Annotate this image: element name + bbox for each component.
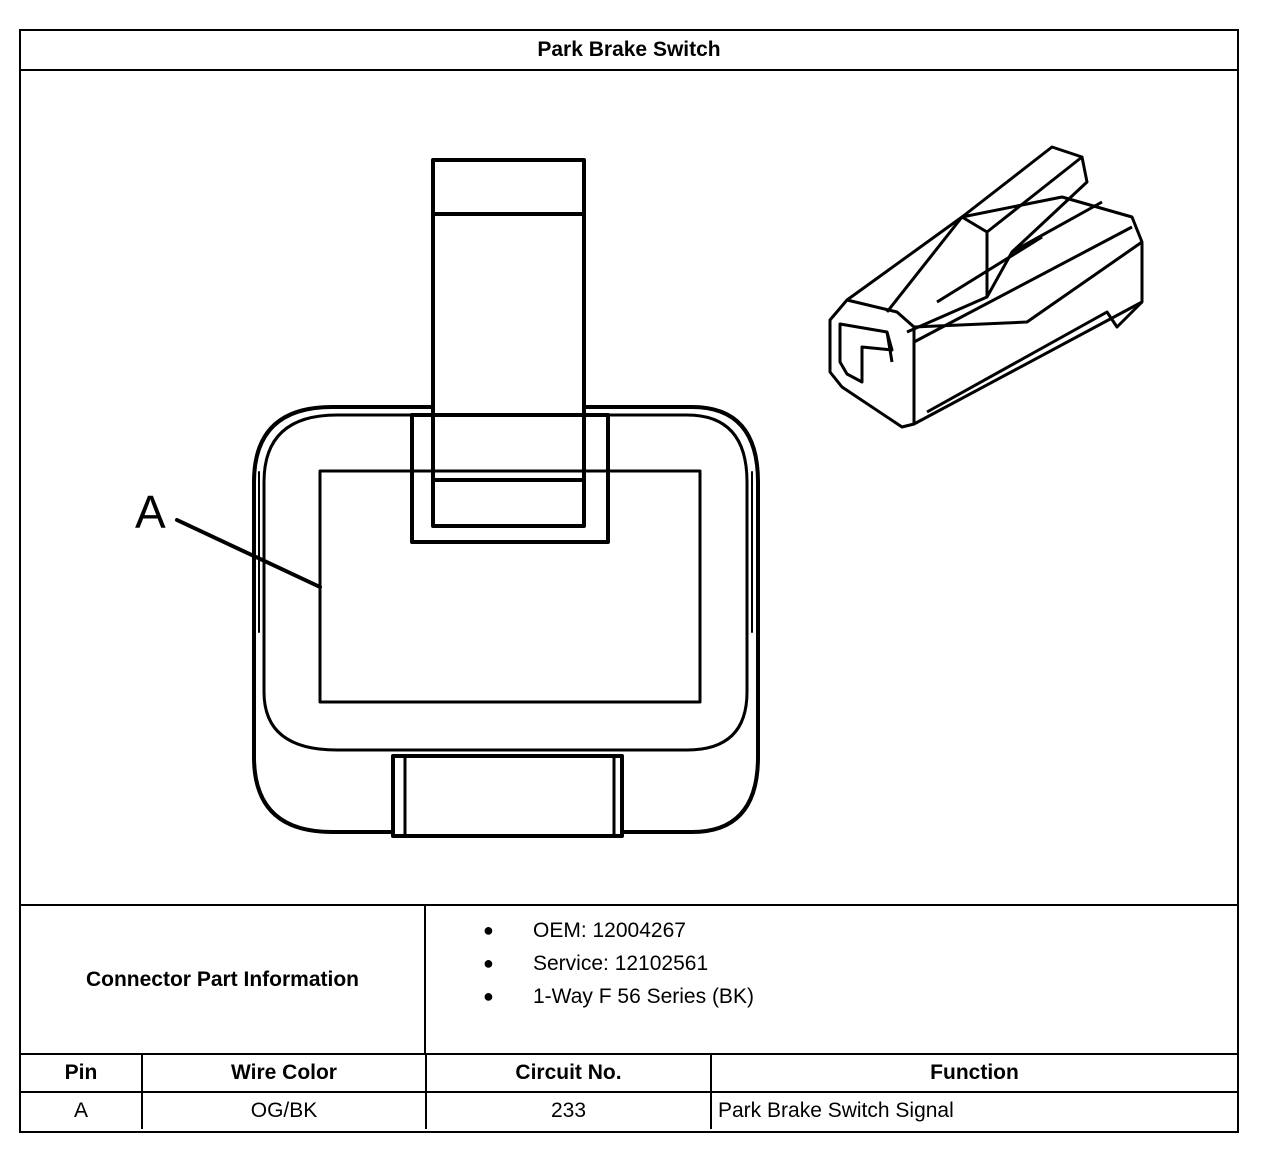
function-header: Function: [710, 1055, 1237, 1093]
connector-part-info-label: Connector Part Information: [21, 906, 426, 1053]
oem-part-number: ●OEM: 12004267: [426, 914, 1237, 947]
wire-color-header: Wire Color: [141, 1055, 427, 1093]
pin-header: Pin: [21, 1055, 143, 1093]
bullet-icon: ●: [483, 986, 494, 1006]
bullet-icon: ●: [483, 920, 494, 940]
cavity-callout-label: A: [135, 486, 166, 538]
circuit-number-cell: 233: [425, 1091, 712, 1129]
circuit-number-header: Circuit No.: [425, 1055, 712, 1093]
bullet-icon: ●: [483, 953, 494, 973]
function-cell: Park Brake Switch Signal: [710, 1091, 1237, 1129]
pin-table: Pin Wire Color Circuit No. Function A OG…: [21, 1055, 1237, 1129]
connector-drawing-area: A: [21, 71, 1237, 904]
connector-part-info-list: ●OEM: 12004267 ●Service: 12102561 ●1-Way…: [426, 906, 1237, 1061]
connector-series: ●1-Way F 56 Series (BK): [426, 980, 1237, 1013]
table-row: A OG/BK 233 Park Brake Switch Signal: [21, 1091, 1237, 1129]
diagram-title: Park Brake Switch: [21, 31, 1237, 71]
pin-table-header: Pin Wire Color Circuit No. Function: [21, 1055, 1237, 1093]
service-part-number: ●Service: 12102561: [426, 947, 1237, 980]
wire-color-cell: OG/BK: [141, 1091, 427, 1129]
connector-part-information: Connector Part Information ●OEM: 1200426…: [21, 904, 1237, 1055]
connector-3d-icon: [828, 145, 1144, 429]
connector-face-icon: [175, 158, 760, 838]
pin-cell: A: [21, 1091, 143, 1129]
connector-diagram-frame: Park Brake Switch: [19, 29, 1239, 1133]
